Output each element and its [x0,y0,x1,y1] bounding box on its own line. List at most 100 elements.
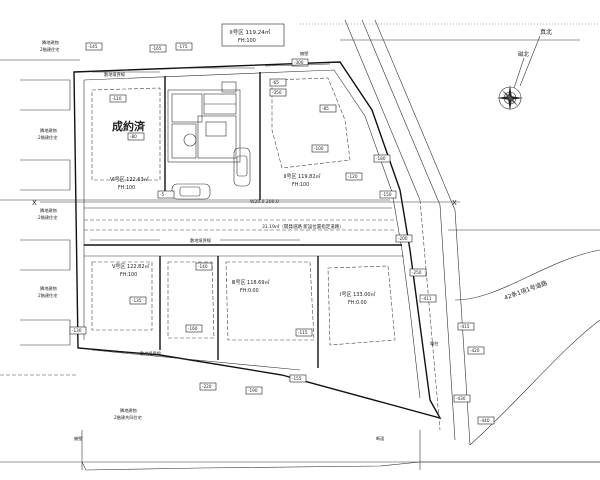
adjacent-left-2: 隣地建物 [40,207,57,214]
shared-road-label: 31.19㎡（開発道路 新設位置指定道路） [262,223,344,230]
level-tag-box [109,94,127,103]
boundary-label-top: 敷地境界線 [104,71,126,78]
road-label-block: 42条1項1号道路 [503,279,548,302]
level-tag: -250 [412,270,422,275]
lot6-ratio: FH:100 [118,185,135,191]
level-tag-box [149,44,167,53]
level-tag: -110 [112,96,122,101]
compass-rose: 真北 磁北 [497,28,552,111]
level-tag: -5 [160,192,165,197]
right-road-lines [300,19,600,446]
level-tag-box [195,262,213,271]
level-tag: -220 [202,384,212,389]
road-label: 42条1項1号道路 [503,279,548,302]
level-tag: -155 [292,376,302,381]
lot2-label: Ⅱ号区 119.82㎡ [284,173,321,180]
level-tag: -140 [198,264,208,269]
section-mark-left: 擁壁 [74,435,82,442]
level-tag: -350 [272,90,282,95]
level-tag: -415 [460,324,470,329]
lot5-label: Ⅴ号区 122.82㎡ [112,263,150,270]
level-tag: -190 [248,388,258,393]
dimension-lines [90,63,331,371]
level-tag: -200 [398,236,408,241]
lot2-ratio: FH:100 [292,182,309,188]
adjacent-top-left: 隣地建物 [42,39,59,46]
level-tag: -160 [188,326,198,331]
level-tag-box [269,78,287,87]
level-tag: -175 [178,44,188,49]
level-tag-box [69,326,87,335]
level-tag-box [379,190,397,199]
level-tag-box [409,268,427,277]
level-tag-box [373,154,391,163]
lot1-label: Ⅰ号区 133.00㎡ [340,291,376,298]
section-mark-right: 断面 [376,435,384,442]
compass-label: 真北 [540,28,552,36]
level-tag: -115 [298,330,308,335]
level-tag: -150 [382,192,392,197]
level-tag: -80 [130,134,137,139]
compass-sub: 磁北 [518,50,530,58]
level-tag: -165 [152,46,162,51]
adjacent-left-3: 隣地建物 [40,285,57,292]
adjacent-bottom-b: 2階建共同住宅 [114,414,142,421]
level-tag-box [269,88,287,97]
level-tag-box [419,294,437,303]
level-tag-box [129,296,147,305]
level-tag: -120 [348,174,358,179]
level-tag-box [85,42,103,51]
header-lot-area: Ⅱ号区 119.24㎡ [230,28,271,36]
level-tag-box [185,324,203,333]
level-tag: -300 [294,60,304,65]
section-profile: 擁壁 断面 [0,430,600,471]
lot-labels: Ⅱ号区 119.82㎡ FH:100 Ⅵ号区 122.63㎡ FH:100 Ⅴ号… [110,173,376,306]
section-marks: X X [32,199,460,207]
lot6-label: Ⅵ号区 122.63㎡ [110,176,149,183]
level-tag-box [395,234,413,243]
adjacent-left-2b: 2階建住宅 [38,214,57,221]
level-tag: -100 [314,146,324,151]
level-tag: -430 [456,396,466,401]
building-footprints [91,77,396,346]
neighbor-outlines [0,59,84,376]
shared-road-annotation: 31.19㎡（開発道路 新設位置指定道路） W20.0 200.0 [250,199,344,230]
level-tag-box [457,322,475,331]
lot3-label: Ⅲ号区 118.69㎡ [232,279,270,286]
car-icon [171,183,211,200]
retaining-label: 擁壁 [300,50,308,57]
adjacent-left-3b: 2階建住宅 [38,292,57,299]
boundary-label-mid: 敷地境界線 [190,237,212,244]
level-tag-box [345,172,363,181]
level-tag: -130 [72,328,82,333]
adjacent-left-1: 隣地建物 [40,127,57,134]
car-icon [233,147,251,187]
lot1-ratio: FH:0.00 [348,300,367,306]
level-tag: -180 [376,156,386,161]
level-tag-box [453,394,471,403]
level-tag-box [477,416,495,425]
level-tags: -145-165-175-110-80-65-350-300-85-100-12… [69,42,495,425]
lot3-ratio: FH:0.00 [240,288,259,294]
level-tag-box [127,132,145,141]
x-mark-left: X [32,199,37,207]
sold-stamp: 成約済 [112,119,146,133]
level-tag: -420 [470,348,480,353]
adjacent-bottom: 隣地建物 [120,407,137,414]
level-tag: -85 [322,106,329,111]
adjacent-left-1b: 2階建住宅 [38,134,57,141]
level-tag-box [295,328,313,337]
header-lot-ratio: FH:100 [238,38,256,44]
header-block: Ⅱ号区 119.24㎡ FH:100 [221,23,285,47]
level-tag: -65 [272,80,279,85]
pole-label: 電柱 [430,340,439,347]
level-tag: -440 [480,418,490,423]
boundary-notes: 敷地境界線 敷地境界線 敷地境界線 擁壁 電柱 [104,50,439,357]
level-tag-box [467,346,485,355]
level-tag-box [157,190,175,199]
level-tag-box [289,374,307,383]
adjacent-top-left-b: 2階建住宅 [40,46,59,53]
level-tag: -411 [422,296,432,301]
level-tag: -135 [132,298,142,303]
